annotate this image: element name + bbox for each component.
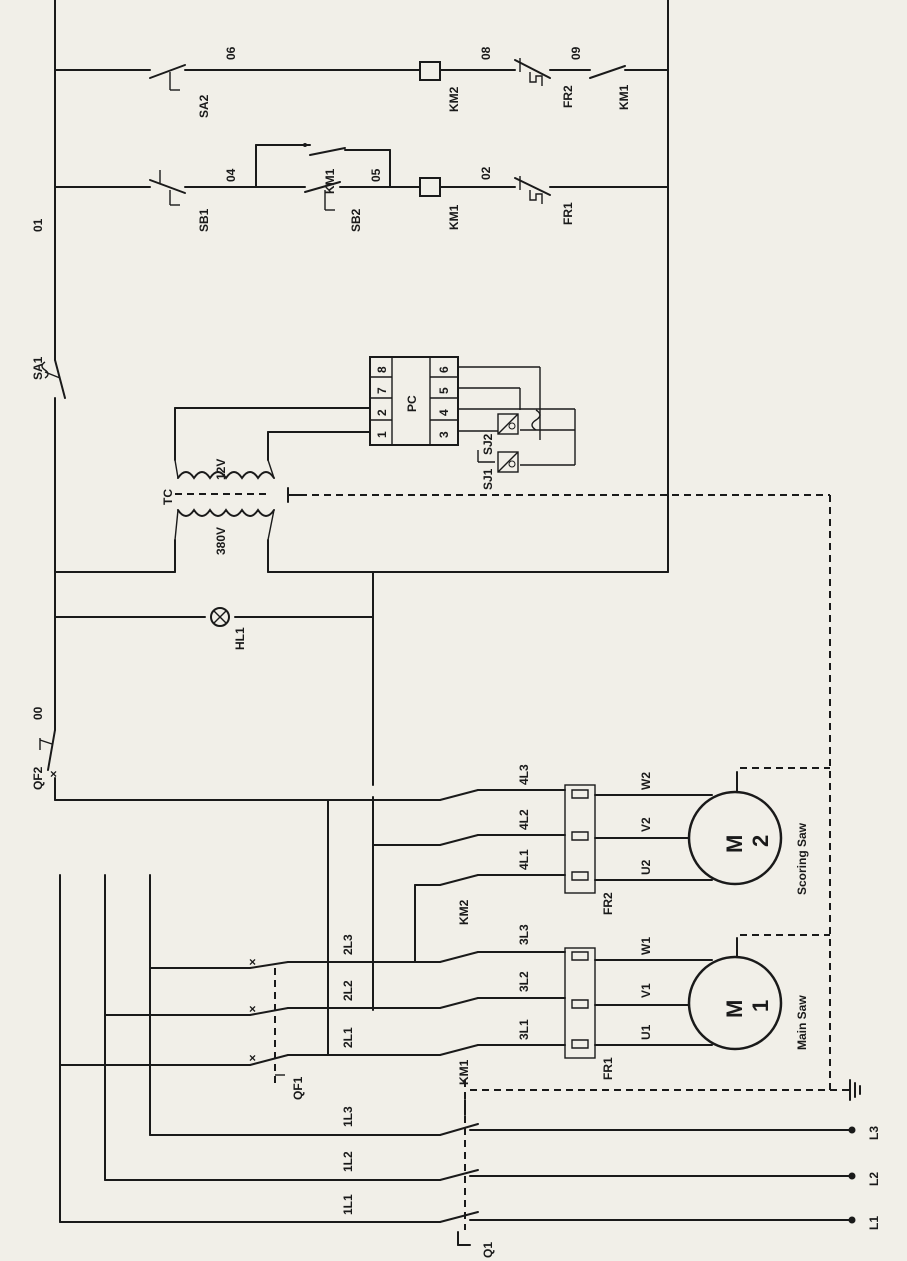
motor-m2-number: 2 xyxy=(748,835,773,847)
sa1-label: SA1 xyxy=(31,356,45,380)
label-2L1: 2L1 xyxy=(341,1027,355,1048)
qf2-breaker: × QF2 00 xyxy=(31,706,57,790)
fr1-overload: FR1 xyxy=(564,947,615,1080)
label-4L2: 4L2 xyxy=(517,809,531,830)
sa2-contact: SA2 06 xyxy=(149,46,238,118)
label-4L1: 4L1 xyxy=(517,849,531,870)
node-05-label: 05 xyxy=(369,168,383,182)
node-04-label: 04 xyxy=(224,168,238,182)
sb2-button: SB2 xyxy=(304,181,363,232)
pc-terminal-2: 2 xyxy=(375,409,389,416)
km1-coil-label: KM1 xyxy=(447,204,461,230)
node-02-label: 02 xyxy=(479,166,493,180)
qf1-label: QF1 xyxy=(291,1076,305,1100)
pc-label: PC xyxy=(405,395,419,412)
km2-main-label: KM2 xyxy=(457,899,471,925)
fr2-overload: FR2 xyxy=(564,784,615,915)
tc-transformer: TC 12V 380V xyxy=(161,459,301,555)
svg-text:×: × xyxy=(249,955,256,969)
motor-m1-number: 1 xyxy=(748,1000,773,1012)
hl1-lamp: HL1 xyxy=(210,607,247,650)
pc-terminal-7: 7 xyxy=(375,387,389,394)
qf1-breaker: × × × QF1 xyxy=(249,955,305,1100)
km2-coil-label: KM2 xyxy=(447,86,461,112)
label-W2: W2 xyxy=(639,772,653,790)
label-1L1: 1L1 xyxy=(341,1194,355,1215)
motor-m2: M 2 Scoring Saw xyxy=(687,771,809,895)
sb1-label: SB1 xyxy=(197,208,211,232)
pc-terminal-5: 5 xyxy=(437,387,451,394)
sa2-label: SA2 xyxy=(197,94,211,118)
label-2L3: 2L3 xyxy=(341,934,355,955)
fr2-contact: FR2 09 xyxy=(514,46,583,108)
l1-label: L1 xyxy=(867,1216,881,1230)
km1-contact-label: KM1 xyxy=(617,84,631,110)
fr2-contact-label: FR2 xyxy=(561,85,575,108)
svg-text:×: × xyxy=(50,767,57,781)
l2-label: L2 xyxy=(867,1172,881,1186)
label-3L3: 3L3 xyxy=(517,924,531,945)
km1-main-label: KM1 xyxy=(457,1059,471,1085)
tc-12v-label: 12V xyxy=(214,459,228,480)
label-U1: U1 xyxy=(639,1024,653,1040)
label-1L2: 1L2 xyxy=(341,1151,355,1172)
label-2L2: 2L2 xyxy=(341,980,355,1001)
label-V2: V2 xyxy=(639,817,653,832)
node-08-label: 08 xyxy=(479,46,493,60)
sj2-label: SJ2 xyxy=(481,433,495,455)
fr1-contact: FR1 xyxy=(514,176,575,225)
power-wiring xyxy=(59,789,851,1246)
pc-terminal-6: 6 xyxy=(437,366,451,373)
pc-terminal-4: 4 xyxy=(437,409,451,416)
motor-m2-letter: M xyxy=(722,835,747,853)
svg-text:×: × xyxy=(249,1002,256,1016)
tc-380v-label: 380V xyxy=(214,527,228,555)
label-U2: U2 xyxy=(639,859,653,875)
km2-coil: KM2 08 xyxy=(419,46,493,112)
km1-contact-rung1: KM1 xyxy=(589,65,631,110)
km1-coil: KM1 02 xyxy=(419,166,493,230)
label-4L3: 4L3 xyxy=(517,764,531,785)
label-1L3: 1L3 xyxy=(341,1106,355,1127)
pc-terminal-3: 3 xyxy=(437,431,451,438)
supply-terminals: L3 L2 L1 Q1 xyxy=(481,1126,881,1258)
fr1-contact-label: FR1 xyxy=(561,202,575,225)
motor-m1: M 1 Main Saw xyxy=(687,937,809,1051)
node-09-label: 09 xyxy=(569,46,583,60)
km1-holding-label: KM1 xyxy=(323,168,337,194)
l3-label: L3 xyxy=(867,1126,881,1140)
fr2-label: FR2 xyxy=(601,892,615,915)
sa1-switch: SA1 xyxy=(31,356,66,399)
km1-holding-contact: KM1 05 xyxy=(299,143,383,194)
node-06-label: 06 xyxy=(224,46,238,60)
qf2-label: QF2 xyxy=(31,766,45,790)
label-V1: V1 xyxy=(639,983,653,998)
earth-link xyxy=(300,494,861,1230)
sj1-label: SJ1 xyxy=(481,468,495,490)
scoring-saw-label: Scoring Saw xyxy=(795,822,809,895)
main-saw-label: Main Saw xyxy=(795,995,809,1050)
sb1-button: SB1 04 xyxy=(149,168,238,232)
pc-terminal-8: 8 xyxy=(375,366,389,373)
pc-controller: 1 2 7 8 3 4 5 6 PC xyxy=(369,356,459,446)
fr1-label: FR1 xyxy=(601,1057,615,1080)
wire-labels: 1L1 1L2 1L3 2L1 2L2 2L3 3L1 3L2 3L3 4L1 … xyxy=(341,764,653,1215)
hl1-label: HL1 xyxy=(233,627,247,650)
label-3L2: 3L2 xyxy=(517,971,531,992)
sj-sensors: SJ2 SJ1 xyxy=(458,366,576,490)
q1-label: Q1 xyxy=(481,1242,495,1258)
label-W1: W1 xyxy=(639,937,653,955)
motor-m1-letter: M xyxy=(722,1000,747,1018)
pc-terminal-1: 1 xyxy=(375,431,389,438)
control-wiring xyxy=(54,0,669,1011)
node-00-label: 00 xyxy=(31,706,45,720)
svg-text:×: × xyxy=(249,1051,256,1065)
tc-label: TC xyxy=(161,489,175,505)
label-3L1: 3L1 xyxy=(517,1019,531,1040)
node-01-label: 01 xyxy=(31,218,45,232)
sb2-label: SB2 xyxy=(349,208,363,232)
